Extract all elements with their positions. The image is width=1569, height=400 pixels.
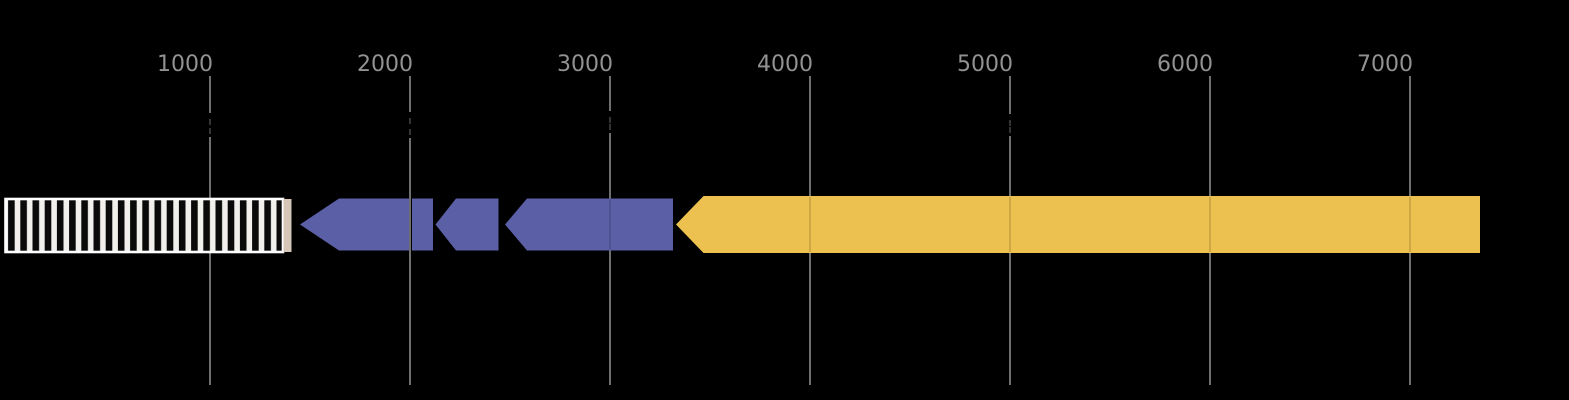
axis-tick-label: 5000 <box>957 52 1013 77</box>
axis-tick-label: 6000 <box>1157 52 1213 77</box>
axis-tick-label: 7000 <box>1357 52 1413 77</box>
feature-tan-cap <box>283 199 292 252</box>
feature-purple-arrow-1 <box>300 198 409 251</box>
feature-purple-arrow-3 <box>505 198 673 251</box>
feature-yellow-arrow <box>676 196 1480 253</box>
axis-tick-label: 2000 <box>357 52 413 77</box>
feature-purple-arrow-2 <box>435 198 499 251</box>
axis-tick-label: 1000 <box>157 52 213 77</box>
axis-tick-label: 3000 <box>557 52 613 77</box>
axis-tick-label: 4000 <box>757 52 813 77</box>
feature-purple-box <box>412 198 433 251</box>
feature-hatched-region <box>4 197 285 254</box>
